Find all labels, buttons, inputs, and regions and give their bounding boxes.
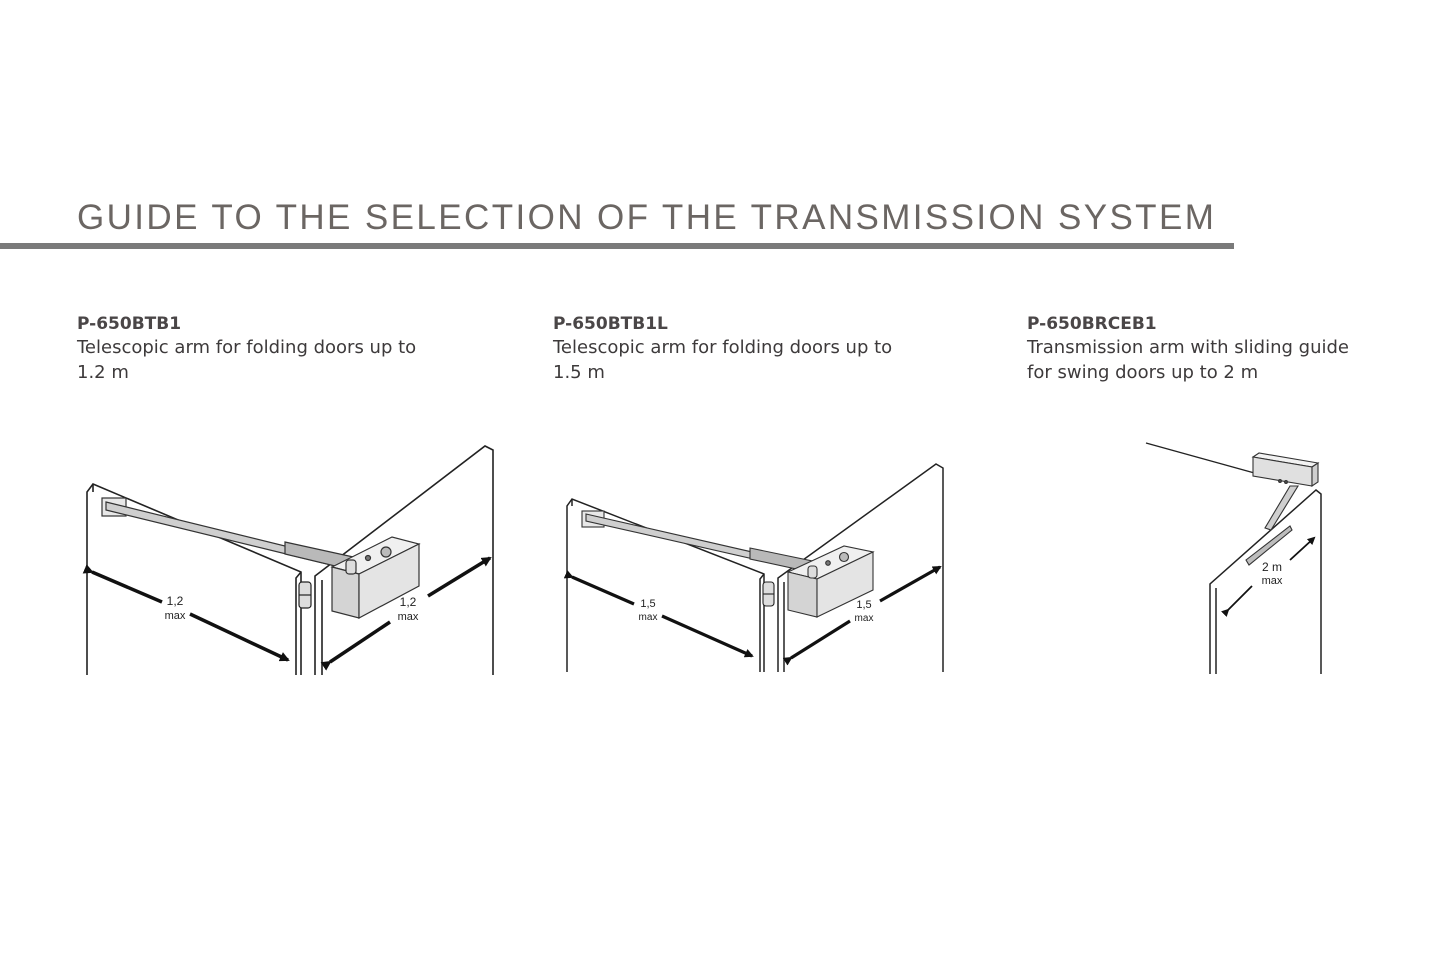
sliding-guide-arm-icon xyxy=(1245,485,1299,566)
product-p650btb1l: P-650BTB1L Telescopic arm for folding do… xyxy=(553,313,953,385)
product-code: P-650BTB1L xyxy=(553,314,668,334)
page-title: GUIDE TO THE SELECTION OF THE TRANSMISSI… xyxy=(77,198,1217,237)
product-code: P-650BRCEB1 xyxy=(1027,314,1157,334)
product-description-line-1: Transmission arm with sliding guide xyxy=(1027,337,1349,358)
dimension-label-left: 1,5 xyxy=(640,598,655,610)
swing-door-panel-icon xyxy=(1209,489,1322,674)
max-label-right: max xyxy=(855,613,874,624)
hinge-icon xyxy=(298,581,312,609)
max-label-left: max xyxy=(639,612,658,623)
wall-line-icon xyxy=(1145,442,1259,475)
dimension-label-right: 1,2 xyxy=(400,595,417,609)
folding-door-1-5m-diagram: 1,5 max 1,5 max xyxy=(563,463,944,672)
product-description-line-2: 1.2 m xyxy=(77,362,129,383)
folding-door-1-2m-diagram: 1,2 max 1,2 max xyxy=(82,445,494,675)
product-code: P-650BTB1 xyxy=(77,314,182,334)
max-label-right: max xyxy=(398,611,419,623)
right-door-panel-icon xyxy=(314,445,494,675)
product-p650btb1: P-650BTB1 Telescopic arm for folding doo… xyxy=(77,313,477,385)
dimension-label-left: 1,2 xyxy=(167,594,184,608)
title-underline xyxy=(0,243,1234,249)
product-description-line-2: for swing doors up to 2 m xyxy=(1027,362,1259,383)
product-p650brceb1: P-650BRCEB1 Transmission arm with slidin… xyxy=(1027,313,1427,385)
operator-box-icon xyxy=(1251,452,1320,488)
product-description-line-1: Telescopic arm for folding doors up to xyxy=(77,337,417,358)
telescopic-arm-icon xyxy=(581,510,825,576)
dimension-label: 2 m xyxy=(1262,560,1282,574)
operator-box-icon xyxy=(786,545,875,618)
product-description-line-2: 1.5 m xyxy=(553,362,605,383)
hinge-icon xyxy=(762,581,775,607)
swing-door-2m-diagram: 2 m max xyxy=(1145,442,1322,674)
telescopic-arm-icon xyxy=(101,497,361,573)
left-door-panel-icon xyxy=(566,498,765,672)
max-label: max xyxy=(1262,575,1283,587)
product-description-line-1: Telescopic arm for folding doors up to xyxy=(553,337,893,358)
dimension-label-right: 1,5 xyxy=(856,599,871,611)
max-label-left: max xyxy=(165,610,186,622)
operator-box-icon xyxy=(330,536,421,619)
